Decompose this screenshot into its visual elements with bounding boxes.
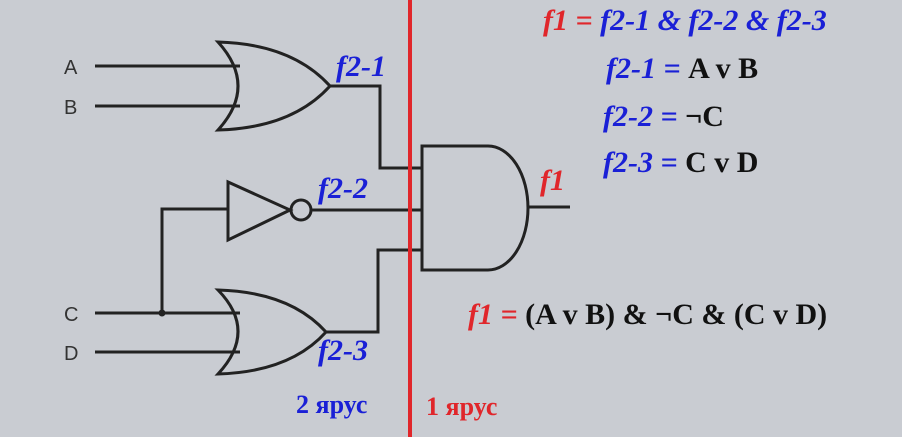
tier-1-label: 1 ярус [426, 392, 497, 421]
formula-final-rhs: (A v B) & ¬C & (C v D) [525, 298, 828, 331]
formula-main-lhs: f1 [543, 4, 568, 37]
formula-f23-lhs: f2-3 [603, 146, 653, 179]
formula-f23-rhs: C v D [685, 146, 759, 179]
formula-f21: f2-1 = A v B [606, 52, 758, 86]
signal-f23-label: f2-3 [318, 334, 368, 367]
formula-main-eq: = [568, 4, 601, 37]
formula-f22-rhs: ¬C [685, 100, 724, 133]
input-b-label: B [64, 97, 77, 119]
input-d-label: D [64, 343, 78, 365]
not-gate [226, 179, 294, 243]
wire-f23 [326, 248, 422, 334]
formula-main-rhs: f2-1 & f2-2 & f2-3 [600, 4, 827, 37]
formula-final: f1 = (A v B) & ¬C & (C v D) [468, 298, 827, 332]
wire-c-to-not [160, 207, 228, 313]
input-a-label: A [64, 57, 78, 79]
signal-f1-label: f1 [540, 164, 565, 197]
or-gate-1 [214, 40, 333, 132]
formula-main: f1 = f2-1 & f2-2 & f2-3 [543, 4, 827, 38]
formula-final-lhs: f1 [468, 298, 493, 331]
formula-f22: f2-2 = ¬C [603, 100, 724, 134]
and-gate [420, 144, 530, 272]
or-gate-2 [214, 288, 329, 376]
formula-final-eq: = [493, 298, 526, 331]
formula-f21-rhs: A v B [688, 52, 759, 85]
tier-2-label: 2 ярус [296, 390, 367, 419]
formula-f21-eq: = [655, 52, 689, 85]
input-c-label: C [64, 304, 78, 326]
formula-f23-eq: = [652, 146, 686, 179]
not-gate-bubble [289, 198, 313, 222]
wire-f21 [330, 84, 422, 170]
signal-f21-label: f2-1 [336, 50, 386, 83]
formula-f23: f2-3 = C v D [603, 146, 758, 180]
formula-f22-lhs: f2-2 [603, 100, 653, 133]
formula-f22-eq: = [652, 100, 686, 133]
formula-f21-lhs: f2-1 [606, 52, 656, 85]
signal-f22-label: f2-2 [318, 172, 368, 205]
